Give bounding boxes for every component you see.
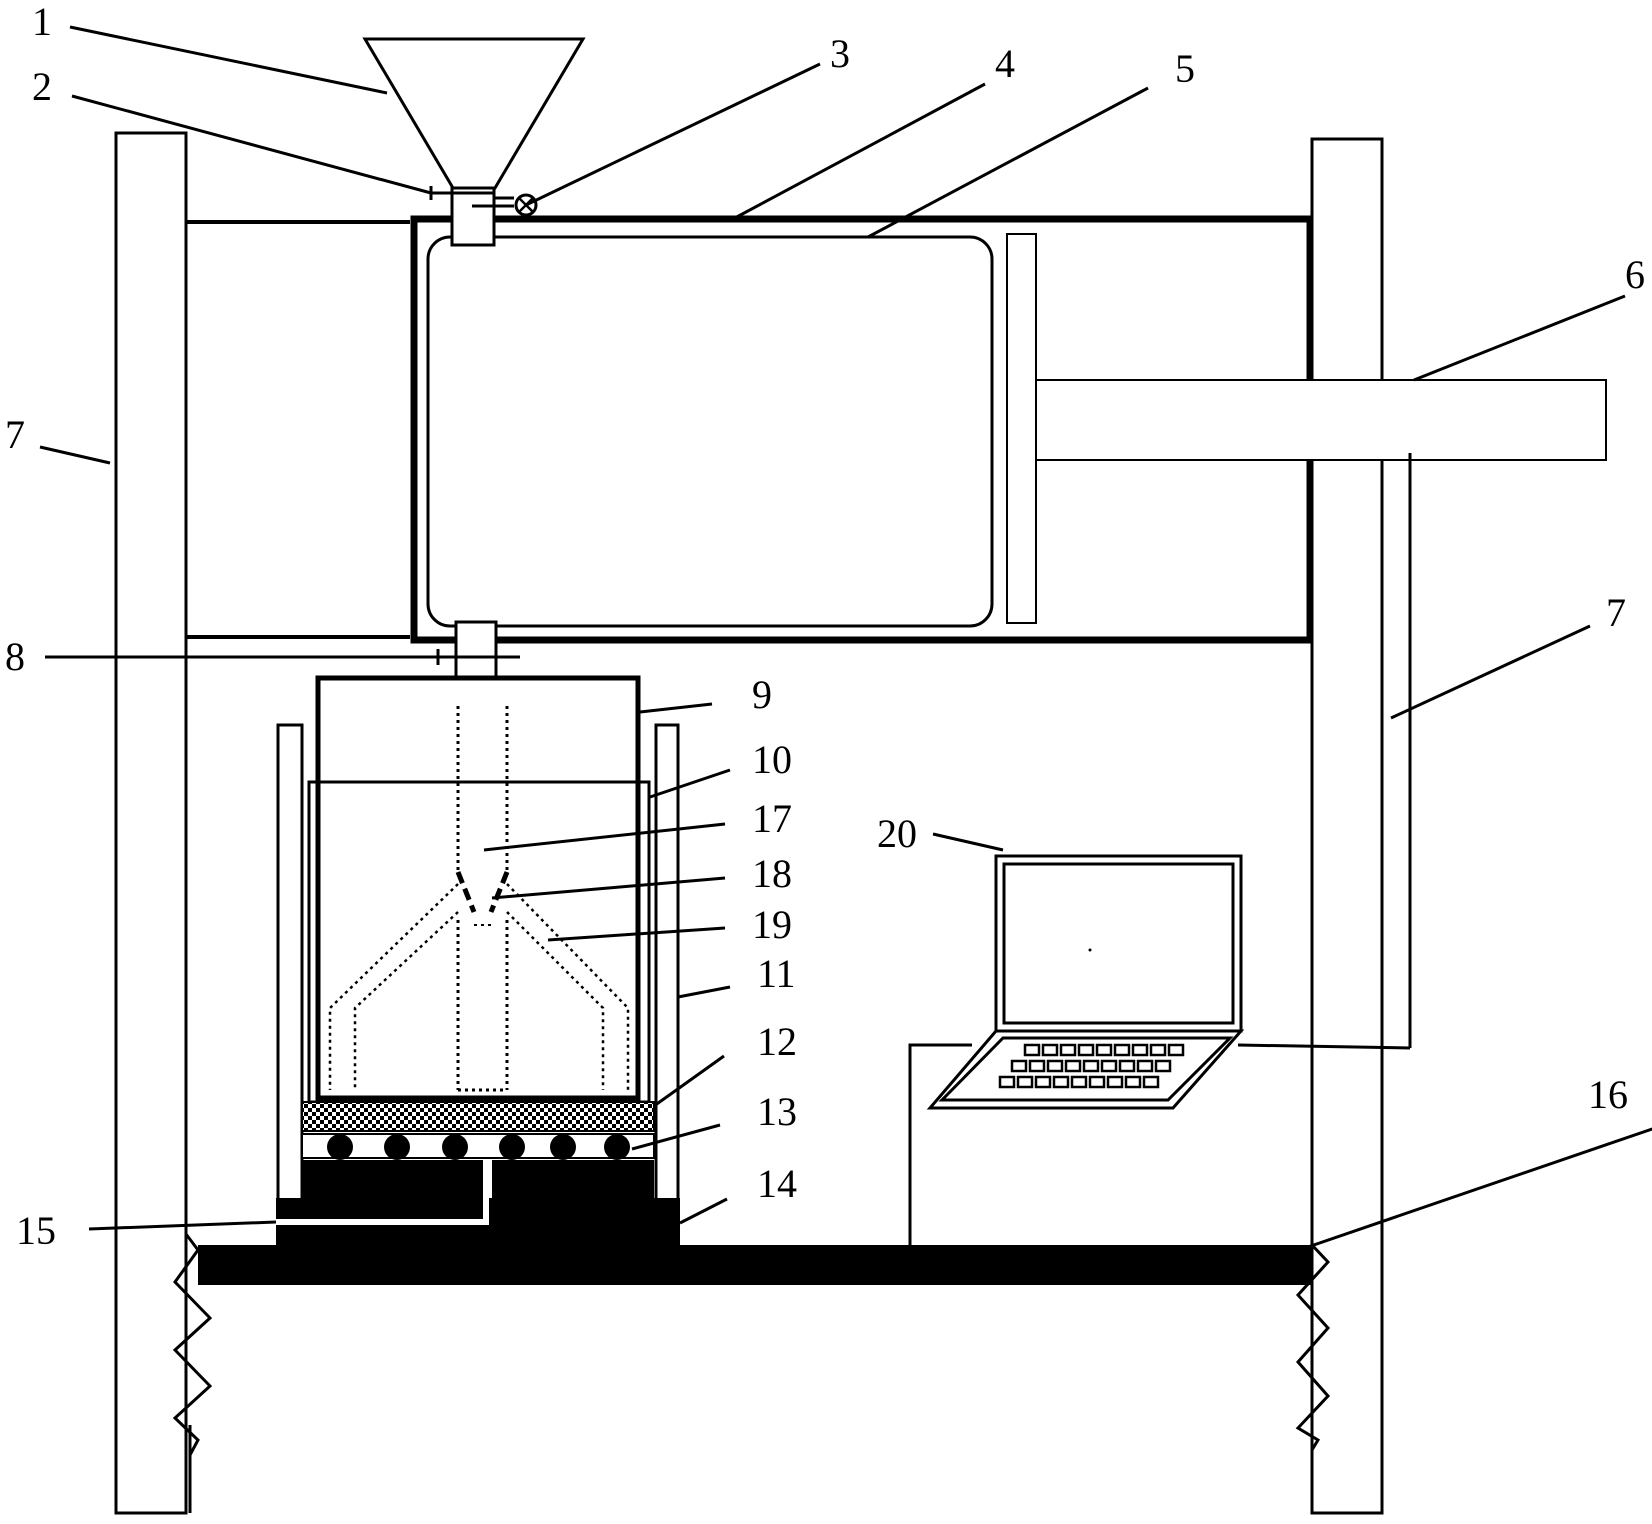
label-14-base: 14 [757, 1161, 797, 1206]
label-11-outer-wall: 11 [757, 951, 796, 996]
nozzle-right [488, 871, 510, 913]
inner-chamber [426, 235, 994, 628]
label-9-sleeve: 9 [752, 672, 772, 717]
granular-layer [301, 1101, 655, 1132]
laptop-key [1095, 1043, 1113, 1057]
laptop-key [1077, 1043, 1095, 1057]
branch-pipe-left-inner [353, 911, 459, 1090]
laptop-keyboard-inner [938, 1036, 1234, 1102]
ball-bearing-layer [301, 1133, 655, 1159]
laptop-screen-inner [1002, 862, 1235, 1025]
label-18-nozzle: 18 [752, 851, 792, 896]
vertical-plate [1006, 233, 1037, 624]
ball-bearing [442, 1134, 468, 1160]
laptop-key [1059, 1043, 1077, 1057]
label-10-container: 10 [752, 737, 792, 782]
branch-pipe-left-outer [328, 883, 459, 1090]
laptop-key [1088, 1075, 1106, 1089]
drain-pipe [276, 1160, 489, 1225]
laptop-keys [998, 1043, 1185, 1089]
label-13-bearings: 13 [757, 1089, 797, 1134]
label-8-valve: 8 [5, 634, 25, 679]
nozzle [455, 871, 477, 913]
laptop-key [1113, 1043, 1131, 1057]
label-19-branch: 19 [752, 902, 792, 947]
laptop-key [1149, 1043, 1167, 1057]
label-7-right-column: 7 [1606, 590, 1626, 635]
left-support-column [114, 131, 188, 1515]
laptop-key [1154, 1059, 1172, 1073]
laptop-key [1124, 1075, 1142, 1089]
label-20-laptop: 20 [877, 811, 917, 856]
ball-bearing [499, 1134, 525, 1160]
base-block-side-left [276, 1198, 302, 1218]
label-15-drain: 15 [16, 1208, 56, 1253]
laptop-key [1052, 1075, 1070, 1089]
laptop-key [1064, 1059, 1082, 1073]
label-5-chamber: 5 [1175, 46, 1195, 91]
label-16-slab: 16 [1588, 1072, 1628, 1117]
laptop-key [1082, 1059, 1100, 1073]
ball-bearing [604, 1134, 630, 1160]
laptop-key [1070, 1075, 1088, 1089]
label-6-arm: 6 [1625, 252, 1645, 297]
laptop-key [1118, 1059, 1136, 1073]
foundation-slab [198, 1245, 1312, 1285]
laptop-key [1041, 1043, 1059, 1057]
branch-pipe-right-outer [506, 883, 630, 1090]
ball-bearing [550, 1134, 576, 1160]
laptop-key [1106, 1075, 1124, 1089]
laptop-key [1046, 1059, 1064, 1073]
laptop-key [1023, 1043, 1041, 1057]
funnel [362, 37, 586, 190]
label-17-tube: 17 [752, 796, 792, 841]
laptop-key [1034, 1075, 1052, 1089]
laptop-key [998, 1075, 1016, 1089]
laptop-key [1010, 1059, 1028, 1073]
branch-pipe-right-inner [506, 911, 605, 1090]
leader-lines [39, 25, 1652, 1250]
outer-wall-left [276, 723, 304, 1222]
ball-bearing [384, 1134, 410, 1160]
laptop-key [1028, 1059, 1046, 1073]
top-connector [450, 186, 496, 247]
label-3-valve: 3 [830, 31, 850, 76]
inner-sleeve [315, 675, 641, 1101]
laptop-camera-dot [1088, 948, 1092, 952]
laptop-key [1167, 1043, 1185, 1057]
label-7-left-column: 7 [5, 412, 25, 457]
laptop-key [1136, 1059, 1154, 1073]
label-1-funnel: 1 [32, 0, 52, 44]
laptop-key [1131, 1043, 1149, 1057]
label-4-frame: 4 [995, 41, 1015, 86]
laptop-key [1100, 1059, 1118, 1073]
laptop-table-top [1237, 1043, 1411, 1050]
right-support-column [1310, 137, 1384, 1515]
laptop-key [1016, 1075, 1034, 1089]
label-12-granular: 12 [757, 1019, 797, 1064]
laptop-table [908, 1043, 972, 1245]
base-block-side-right [654, 1198, 680, 1245]
outer-wall-right [654, 723, 680, 1222]
ball-bearing [327, 1134, 353, 1160]
laptop-key [1142, 1075, 1160, 1089]
label-2-valve: 2 [32, 64, 52, 109]
horizontal-arm [1035, 379, 1607, 461]
base-block-upper-left [302, 1160, 483, 1198]
